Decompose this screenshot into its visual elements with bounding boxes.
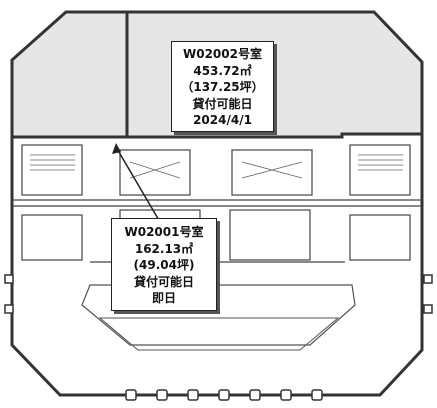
unit-area-tsubo: （137.25坪） xyxy=(181,80,264,94)
unit-area-tsubo: (49.04坪) xyxy=(133,258,195,272)
atrium-outline xyxy=(81,284,356,346)
unit-available-date: 2024/4/1 xyxy=(193,113,252,127)
unit-w02001-pointer xyxy=(115,146,161,223)
unit-id: W02002号室 xyxy=(183,47,262,61)
unit-status-label: 貸付可能日 xyxy=(133,274,194,289)
unit-available-date: 即日 xyxy=(151,291,176,305)
pointer-arrowhead xyxy=(112,143,121,154)
unit-area-sqm: 162.13㎡ xyxy=(134,241,194,256)
unit-id: W02001号室 xyxy=(124,225,204,239)
unit-area-sqm: 453.72㎡ xyxy=(193,63,252,78)
atrium-inner xyxy=(98,317,340,351)
unit-w02001-callout[interactable]: W02001号室 162.13㎡ (49.04坪) 貸付可能日 即日 xyxy=(111,218,217,311)
unit-w02002-callout[interactable]: W02002号室 453.72㎡ （137.25坪） 貸付可能日 2024/4/… xyxy=(171,41,274,132)
building-outer-wall xyxy=(10,134,424,397)
stair-hatching xyxy=(30,154,403,179)
unit-status-label: 貸付可能日 xyxy=(192,96,253,111)
building-core xyxy=(12,144,422,263)
columns xyxy=(4,274,433,401)
